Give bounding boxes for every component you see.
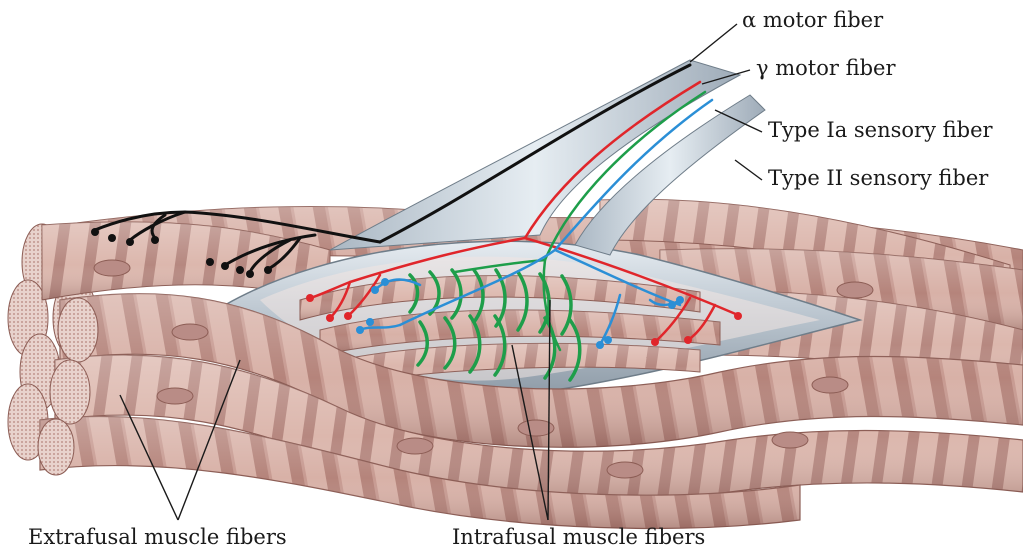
leader-type-ii bbox=[735, 160, 762, 180]
label-extrafusal-muscle-fibers: Extrafusal muscle fibers bbox=[28, 527, 287, 548]
label-gamma-motor-fiber: γ motor fiber bbox=[756, 58, 896, 79]
label-type-ia-sensory-fiber: Type Ia sensory fiber bbox=[768, 120, 993, 141]
label-alpha-motor-fiber: α motor fiber bbox=[742, 10, 883, 31]
label-type-ii-sensory-fiber: Type II sensory fiber bbox=[768, 168, 988, 189]
label-intrafusal-muscle-fibers: Intrafusal muscle fibers bbox=[452, 527, 705, 548]
leader-alpha bbox=[690, 24, 737, 62]
